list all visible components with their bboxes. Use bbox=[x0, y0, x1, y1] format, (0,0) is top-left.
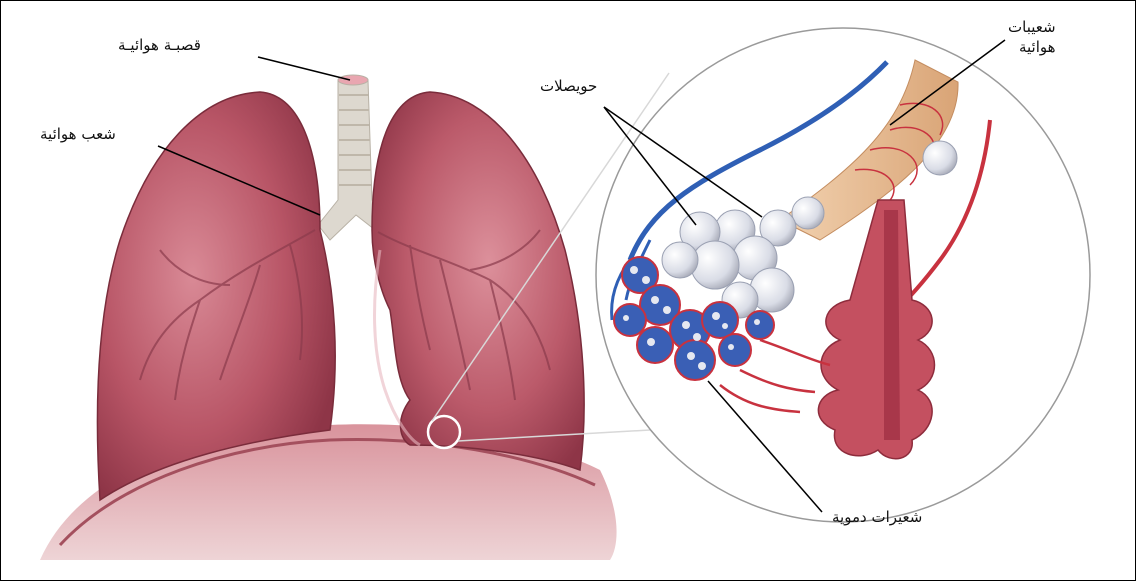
label-trachea: قصبـة هوائيـة bbox=[118, 36, 201, 56]
label-bronchioles-line1: شعيبات bbox=[1008, 18, 1056, 38]
label-bronchioles: شعيبات هوائية bbox=[1008, 18, 1056, 57]
label-capillaries: شعيرات دموية bbox=[832, 508, 922, 528]
magnified-view bbox=[596, 28, 1090, 522]
trachea-pointer bbox=[258, 57, 350, 80]
label-bronchioles-line2: هوائية bbox=[1008, 38, 1056, 58]
label-alveoli: حويصلات bbox=[540, 77, 597, 97]
label-bronchus: شعب هوائية bbox=[40, 125, 116, 145]
right-lung bbox=[372, 92, 584, 470]
